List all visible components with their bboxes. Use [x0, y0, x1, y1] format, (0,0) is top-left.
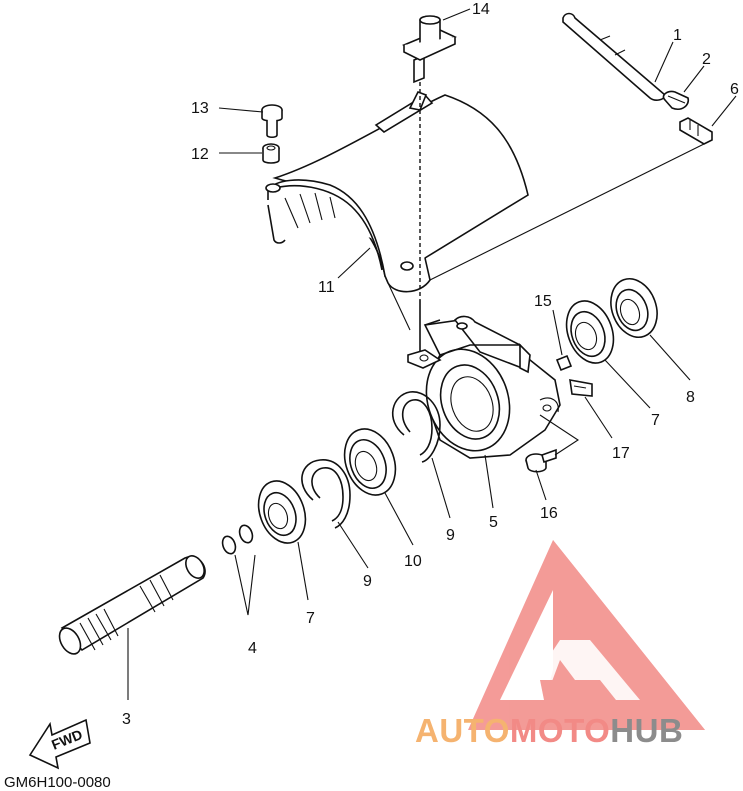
part-7-bearing-upper — [565, 300, 615, 364]
label-11: 11 — [318, 279, 335, 296]
label-13: 13 — [191, 100, 209, 117]
watermark-brand-hub: HUB — [610, 712, 683, 749]
watermark-brand-auto: AUTO — [415, 712, 510, 749]
fwd-arrow-icon: FWD — [28, 718, 91, 770]
part-11-cover — [265, 90, 529, 293]
part-8-bearing — [610, 278, 658, 338]
part-4-o-rings — [221, 524, 254, 555]
part-17-bracket — [569, 379, 593, 397]
part-12-collar — [262, 143, 280, 164]
part-6-fitting — [679, 117, 713, 145]
part-13-bolt — [261, 104, 283, 139]
diagram-code: GM6H100-0080 — [4, 774, 111, 791]
label-10: 10 — [404, 553, 422, 570]
watermark-brand: AUTOMOTOHUB — [415, 712, 683, 749]
label-9-upper: 9 — [446, 527, 455, 544]
label-7-lower: 7 — [306, 610, 315, 627]
label-9-lower: 9 — [363, 573, 372, 590]
label-14: 14 — [472, 1, 490, 18]
label-15: 15 — [534, 293, 552, 310]
leader-lines — [234, 139, 713, 616]
label-12: 12 — [191, 146, 209, 163]
part-2-clip — [662, 90, 690, 110]
part-9-circlip-upper — [391, 391, 441, 463]
part-9-circlip-lower — [301, 459, 351, 529]
part-15-cap — [555, 354, 573, 372]
label-17: 17 — [612, 445, 630, 462]
label-7-upper: 7 — [651, 412, 660, 429]
label-8: 8 — [686, 389, 695, 406]
label-4: 4 — [248, 640, 257, 657]
label-16: 16 — [540, 505, 558, 522]
label-2: 2 — [702, 51, 711, 68]
label-3: 3 — [122, 711, 131, 728]
label-6: 6 — [730, 81, 739, 98]
callouts: 1 2 6 14 13 12 11 15 8 7 17 16 5 9 10 9 — [122, 1, 739, 728]
part-1-pin — [562, 12, 666, 101]
part-14-clip — [401, 15, 457, 84]
part-10-bearing — [343, 428, 397, 496]
watermark-brand-moto: MOTO — [510, 712, 610, 749]
label-1: 1 — [673, 27, 682, 44]
part-3-shaft — [58, 555, 206, 655]
part-16-bolt — [525, 448, 557, 473]
part-5-housing — [407, 315, 561, 459]
part-7-bearing-lower — [257, 480, 307, 544]
watermark-logo — [468, 540, 705, 730]
label-5: 5 — [489, 514, 498, 531]
